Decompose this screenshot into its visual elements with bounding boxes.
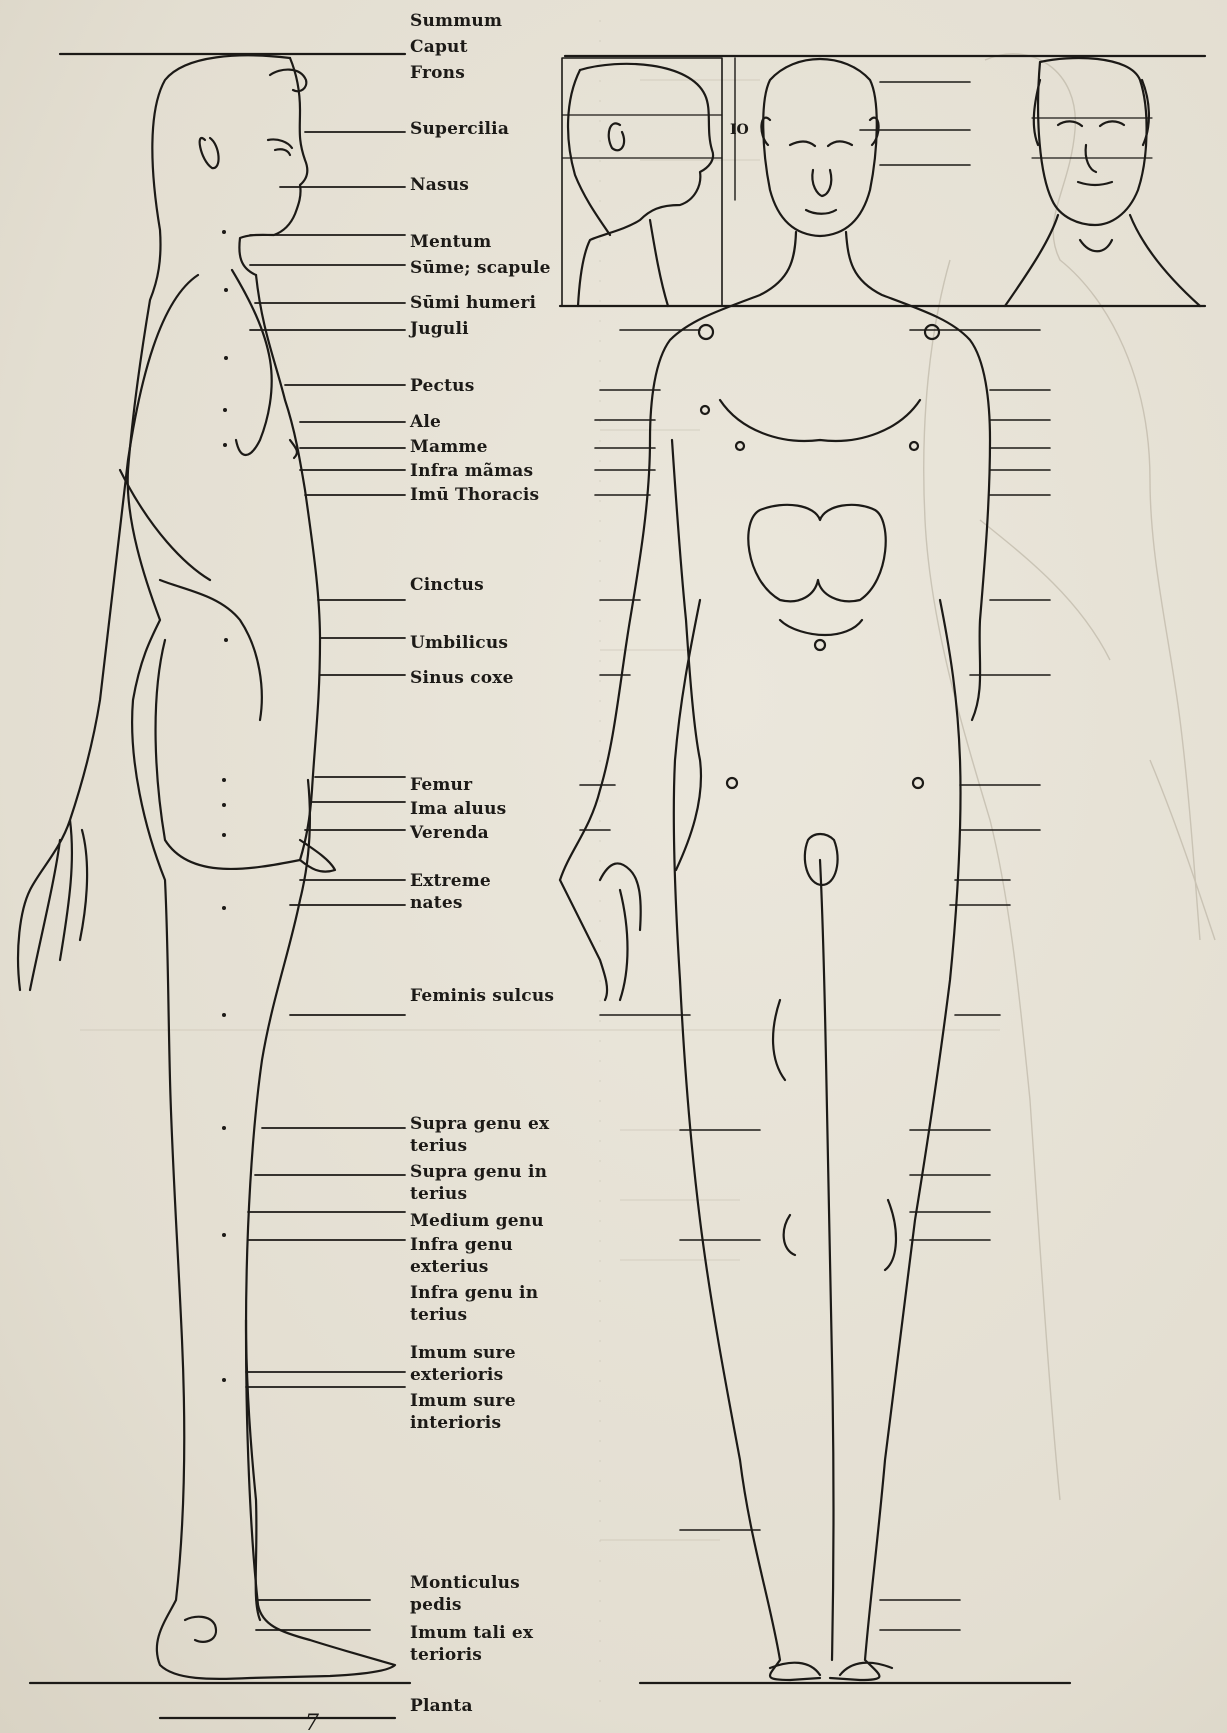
- side-view-dots: [222, 230, 228, 1382]
- label-summum: Summum: [410, 10, 502, 32]
- label-sume-scapule: Sūme; scapule: [410, 257, 551, 279]
- label-pectus: Pectus: [410, 375, 474, 397]
- front-view-left-leader-lines: [580, 330, 760, 1530]
- male-figure-side-view: [18, 55, 395, 1679]
- label-nasus: Nasus: [410, 174, 469, 196]
- label-ima-aluus: Ima aluus: [410, 798, 506, 820]
- label-ale: Ale: [410, 411, 441, 433]
- label-caput: Caput: [410, 36, 468, 58]
- label-sumi-humeri: Sūmi humeri: [410, 292, 536, 314]
- head-front-study: [1005, 58, 1200, 306]
- label-umbilicus: Umbilicus: [410, 632, 508, 654]
- label-medium-genu: Medium genu: [410, 1210, 544, 1232]
- label-verenda: Verenda: [410, 822, 489, 844]
- label-cinctus: Cinctus: [410, 574, 484, 596]
- label-planta: Planta: [410, 1695, 473, 1717]
- label-sinus-coxe: Sinus coxe: [410, 667, 514, 689]
- male-figure-front-view: [560, 59, 990, 1680]
- label-infra-genu-exterius: Infra genu exterius: [410, 1234, 520, 1278]
- label-imum-sure-exterioris: Imum sure exterioris: [410, 1342, 540, 1386]
- label-femur: Femur: [410, 774, 472, 796]
- label-imum-tali-exterioris: Imum tali ex terioris: [410, 1622, 560, 1666]
- label-supra-genu-interius: Supra genu in terius: [410, 1161, 560, 1205]
- label-extreme-nates: Extreme nates: [410, 870, 520, 914]
- label-infra-genu-interius: Infra genu in terius: [410, 1282, 560, 1326]
- head-mark: IO: [730, 122, 749, 138]
- label-frons: Frons: [410, 62, 465, 84]
- front-view-leader-lines: [860, 82, 1050, 1630]
- label-juguli: Juguli: [410, 318, 469, 340]
- label-feminis-sulcus: Feminis sulcus: [410, 985, 554, 1007]
- label-mamme: Mamme: [410, 436, 488, 458]
- scale-mark: 7: [305, 1711, 319, 1733]
- label-supra-genu-exterius: Supra genu ex terius: [410, 1113, 560, 1157]
- head-profile-study: [562, 58, 735, 306]
- label-infra-mamas: Infra mãmas: [410, 460, 533, 482]
- label-supercilia: Supercilia: [410, 118, 509, 140]
- label-imu-thoracis: Imū Thoracis: [410, 484, 539, 506]
- label-mentum: Mentum: [410, 231, 491, 253]
- label-monticulus-pedis: Monticulus pedis: [410, 1572, 540, 1616]
- label-imum-sure-interioris: Imum sure interioris: [410, 1390, 540, 1434]
